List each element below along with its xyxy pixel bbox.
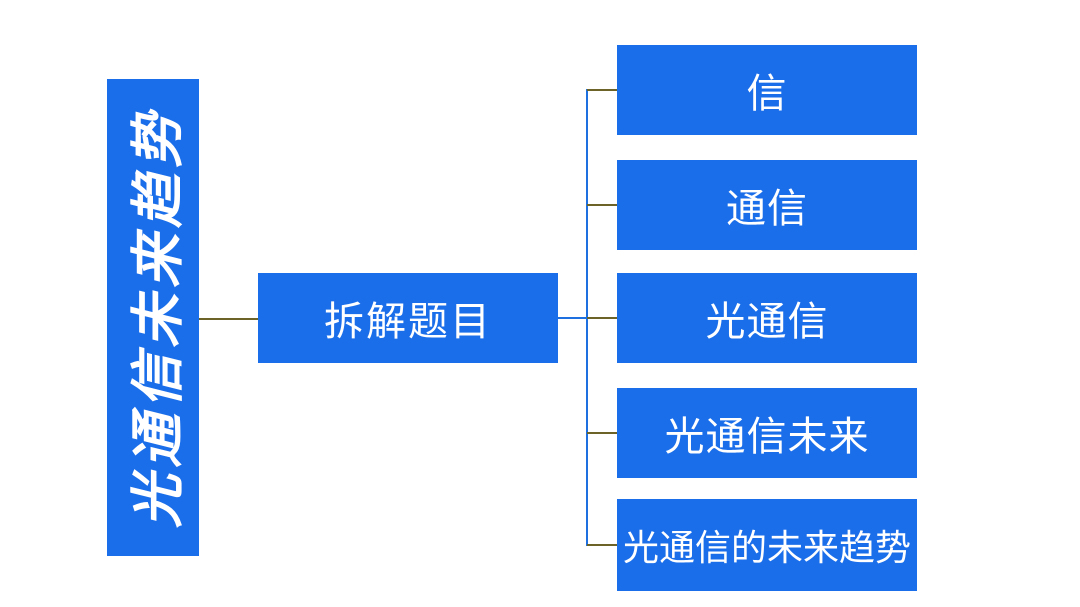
middle-node-label: 拆解题目 [324, 299, 492, 345]
middle-node[interactable]: 拆解题目 [258, 273, 558, 363]
root-to-middle-connector [199, 318, 258, 320]
leaf-connector-3 [587, 317, 617, 319]
leaf-node-4[interactable]: 光通信未来 [617, 388, 917, 478]
middle-to-branch-connector [558, 317, 588, 319]
leaf-node-3[interactable]: 光通信 [617, 273, 917, 363]
leaf-node-1[interactable]: 信 [617, 45, 917, 135]
root-node-label: 光通信未来趋势 [126, 107, 190, 528]
leaf-node-4-label: 光通信未来 [664, 414, 870, 460]
leaf-connector-2 [587, 204, 617, 206]
leaf-connector-1 [587, 89, 617, 91]
leaf-node-5[interactable]: 光通信的未来趋势 [617, 499, 917, 591]
leaf-node-1-label: 信 [746, 71, 788, 117]
leaf-connector-4 [587, 432, 617, 434]
leaf-node-2-label: 通信 [726, 186, 808, 232]
root-node[interactable]: 光通信未来趋势 [107, 79, 199, 556]
leaf-node-3-label: 光通信 [705, 299, 829, 345]
leaf-node-2[interactable]: 通信 [617, 160, 917, 250]
leaf-node-5-label: 光通信的未来趋势 [622, 528, 911, 569]
leaf-connector-5 [587, 544, 617, 546]
